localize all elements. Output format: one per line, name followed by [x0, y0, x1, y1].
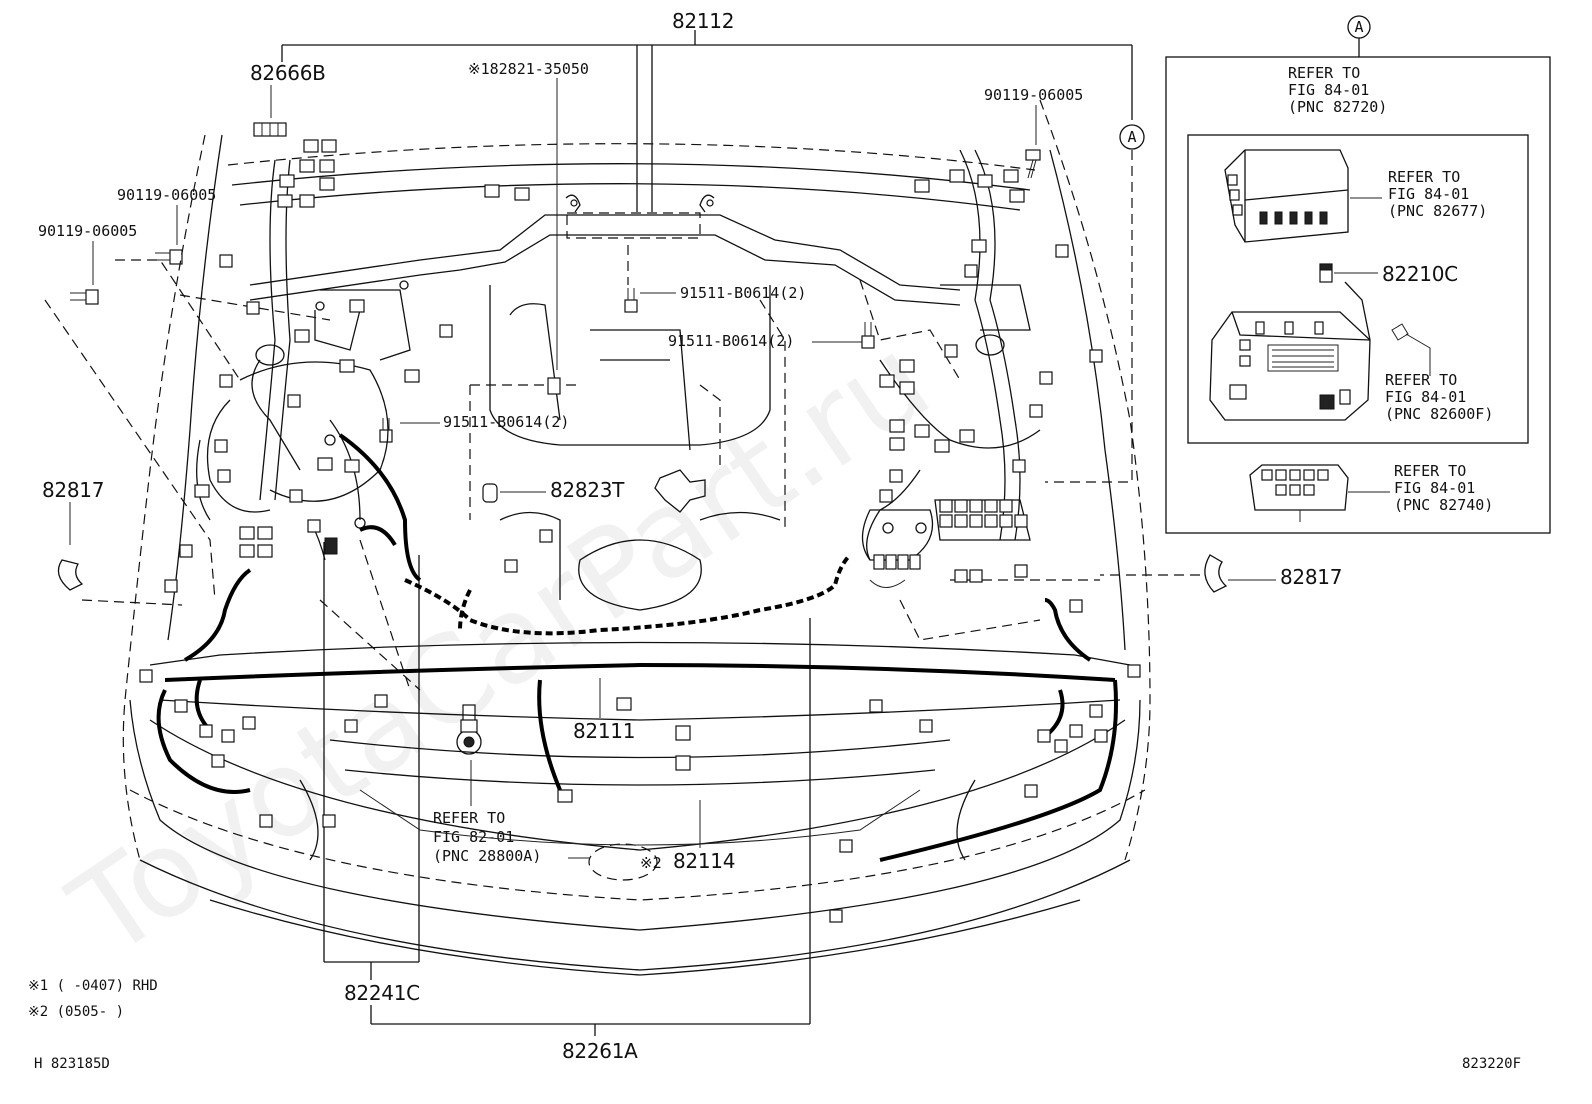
bolt-mid-1-icon — [624, 288, 638, 313]
inset-refer-top-line2: FIG 84-01 — [1288, 81, 1369, 99]
label-bolt-mid-2: 91511-B0614(2) — [668, 332, 794, 350]
bolt-top-right-icon — [1025, 149, 1041, 179]
circle-a-side-label: A — [1127, 128, 1136, 146]
inset-refer-relay-line2: FIG 84-01 — [1388, 185, 1469, 203]
right-harness-drawing — [859, 149, 1100, 641]
label-82817-left: 82817 — [42, 478, 104, 502]
connectors-scattered — [139, 139, 1141, 923]
footnote-2: ※2 (0505- ) — [28, 1004, 124, 1020]
inset-refer-fuse-line1: REFER TO — [1394, 462, 1466, 480]
junction-block-drawing — [1209, 281, 1371, 421]
bracket-82241c — [323, 542, 420, 980]
inset-refer-junction-line2: FIG 84-01 — [1385, 388, 1466, 406]
inset-refer-junction-line3: (PNC 82600F) — [1385, 405, 1493, 423]
label-82112: 82112 — [672, 9, 734, 33]
oil-cap-icon — [654, 469, 706, 513]
inset-refer-junction-line1: REFER TO — [1385, 371, 1457, 389]
label-82261a: 82261A — [562, 1039, 638, 1063]
bracket-82261a — [371, 618, 811, 1036]
inset-refer-relay-line1: REFER TO — [1388, 168, 1460, 186]
label-82111: 82111 — [573, 719, 635, 743]
label-82823t: 82823T — [550, 478, 625, 502]
engine-outline — [249, 194, 961, 611]
inset-refer-fuse-line2: FIG 84-01 — [1394, 479, 1475, 497]
throttle-plate — [566, 212, 701, 239]
fuse-block-drawing — [1249, 464, 1349, 522]
circle-a-top-label: A — [1354, 18, 1363, 36]
label-82666b: 82666B — [250, 61, 326, 85]
circle-a-side — [1119, 124, 1145, 150]
bolt-left-1-icon — [155, 249, 183, 265]
circle-a-top — [1347, 15, 1371, 39]
label-82817-right: 82817 — [1280, 565, 1342, 589]
label-82241c: 82241C — [344, 981, 420, 1005]
refer-horn-line3: (PNC 28800A) — [433, 847, 541, 865]
code-bottom-left: H 823185D — [34, 1056, 110, 1072]
relay-block-drawing — [1224, 149, 1349, 243]
inset-inner-box — [1187, 134, 1529, 444]
footnote-1: ※1 ( -0407) RHD — [28, 978, 158, 994]
label-bolt-mid-1: 91511-B0614(2) — [680, 284, 806, 302]
connector-82823t-icon — [482, 483, 498, 503]
label-bolt-left-2: 90119-06005 — [38, 222, 137, 240]
vehicle-body-outline — [122, 99, 1151, 976]
label-82114: 82114 — [673, 849, 735, 873]
cover-left-icon — [57, 559, 84, 591]
refer-horn-line2: FIG 82-01 — [433, 828, 514, 846]
lower-note-ellipse — [588, 843, 658, 881]
leader-cover-left — [81, 599, 183, 606]
label-bolt-mid-3: 91511-B0614(2) — [443, 413, 569, 431]
bolt-left-2-icon — [70, 289, 99, 305]
bolt-mid-2-icon — [861, 322, 875, 349]
bolt-mid-3-icon — [379, 418, 393, 443]
leader-a-dashed — [1045, 150, 1133, 483]
inset-refer-fuse-line3: (PNC 82740) — [1394, 496, 1493, 514]
label-bolt-left-1: 90119-06005 — [117, 186, 216, 204]
horn-icon — [456, 704, 482, 755]
cover-right-icon — [1204, 554, 1228, 593]
refer-horn-line1: REFER TO — [433, 809, 505, 827]
label-note-2-mark: ※2 — [640, 854, 662, 872]
code-bottom-right: 823220F — [1462, 1056, 1521, 1072]
part-82210c-label: 82210C — [1382, 262, 1458, 286]
label-bolt-top-right: 90119-06005 — [984, 86, 1083, 104]
label-relay-note: ※182821-35050 — [468, 60, 589, 78]
inset-panel: A REFER TO FIG 84-01 (PNC 82720) REFER T… — [1165, 15, 1551, 534]
inset-refer-top-line1: REFER TO — [1288, 64, 1360, 82]
watermark: ToyotaCarPart.ru — [48, 310, 954, 984]
main-harness-lines — [156, 433, 1118, 862]
bracket-82112: 82112 — [281, 9, 1133, 212]
inset-refer-relay-line3: (PNC 82677) — [1388, 202, 1487, 220]
inset-refer-top-line3: (PNC 82720) — [1288, 98, 1387, 116]
